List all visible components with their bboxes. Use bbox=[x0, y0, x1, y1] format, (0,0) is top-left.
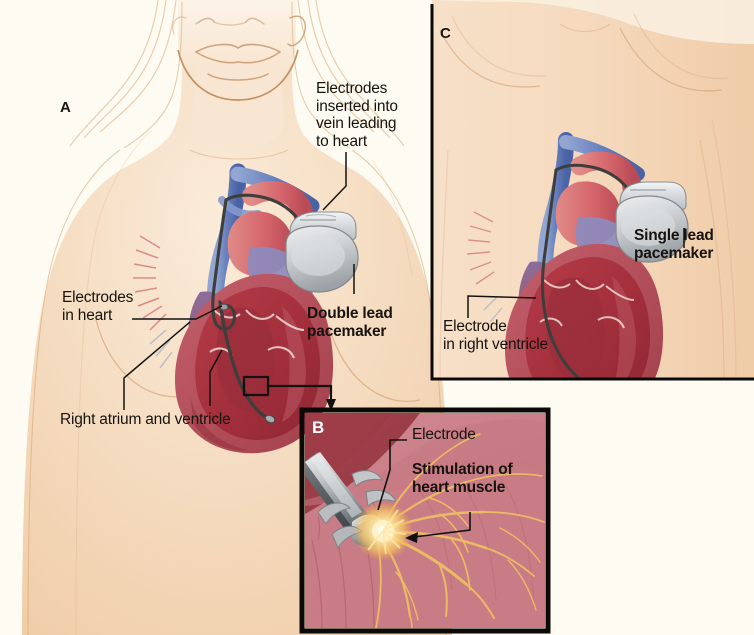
hair-strands bbox=[69, 0, 405, 147]
label-right-atrium-and-ventricle: Right atrium and ventricle bbox=[60, 411, 231, 428]
neck bbox=[191, 60, 285, 148]
label-single-lead-pacemaker: Single lead pacemaker bbox=[634, 227, 714, 262]
leader-electrodes-vein bbox=[322, 152, 347, 211]
panel-letter-b: B bbox=[312, 418, 325, 437]
heart-fringe bbox=[133, 235, 167, 331]
magnify-connector-line bbox=[268, 384, 333, 402]
label-stimulation-of-heart-muscle: Stimulation of heart muscle bbox=[412, 461, 513, 496]
label-electrodes-inserted-into-vein: Electrodes inserted into vein leading to… bbox=[316, 80, 398, 150]
panel-letter-c: C bbox=[440, 25, 451, 42]
superior-vena-cava bbox=[207, 163, 247, 317]
face-features bbox=[172, 15, 306, 81]
jawline bbox=[177, 49, 299, 101]
panel-letter-a: A bbox=[60, 99, 71, 116]
pacemaker-leads-a bbox=[211, 193, 302, 420]
pacemaker-device-c bbox=[615, 181, 689, 263]
panel-c-content bbox=[432, 0, 754, 379]
label-electrode-in-right-ventricle: Electrode in right ventricle bbox=[443, 318, 548, 353]
magnify-arrow-head bbox=[326, 399, 336, 411]
pacemaker-lead-c bbox=[541, 163, 632, 379]
ventricular-electrode-tip bbox=[264, 414, 276, 424]
label-electrodes-in-heart: Electrodes in heart bbox=[62, 289, 134, 324]
pacemaker-device-a bbox=[285, 211, 359, 293]
panel-b-content bbox=[305, 413, 545, 628]
label-electrode: Electrode bbox=[412, 426, 476, 443]
leader-electrode-rv bbox=[467, 295, 537, 318]
panel-c-contours bbox=[439, 13, 737, 379]
leader-right-ventricle bbox=[209, 349, 223, 406]
leader-right-atrium bbox=[123, 321, 191, 410]
panel-b-border bbox=[299, 407, 551, 634]
label-leader-lines bbox=[123, 152, 685, 410]
label-double-lead-pacemaker: Double lead pacemaker bbox=[307, 305, 393, 340]
panel-c-border bbox=[430, 4, 754, 381]
leader-electrodes-heart bbox=[132, 305, 223, 320]
stimulation-arrow-head bbox=[405, 532, 418, 543]
chamber-cavity bbox=[216, 307, 275, 413]
panel-b-leaders bbox=[377, 439, 471, 538]
